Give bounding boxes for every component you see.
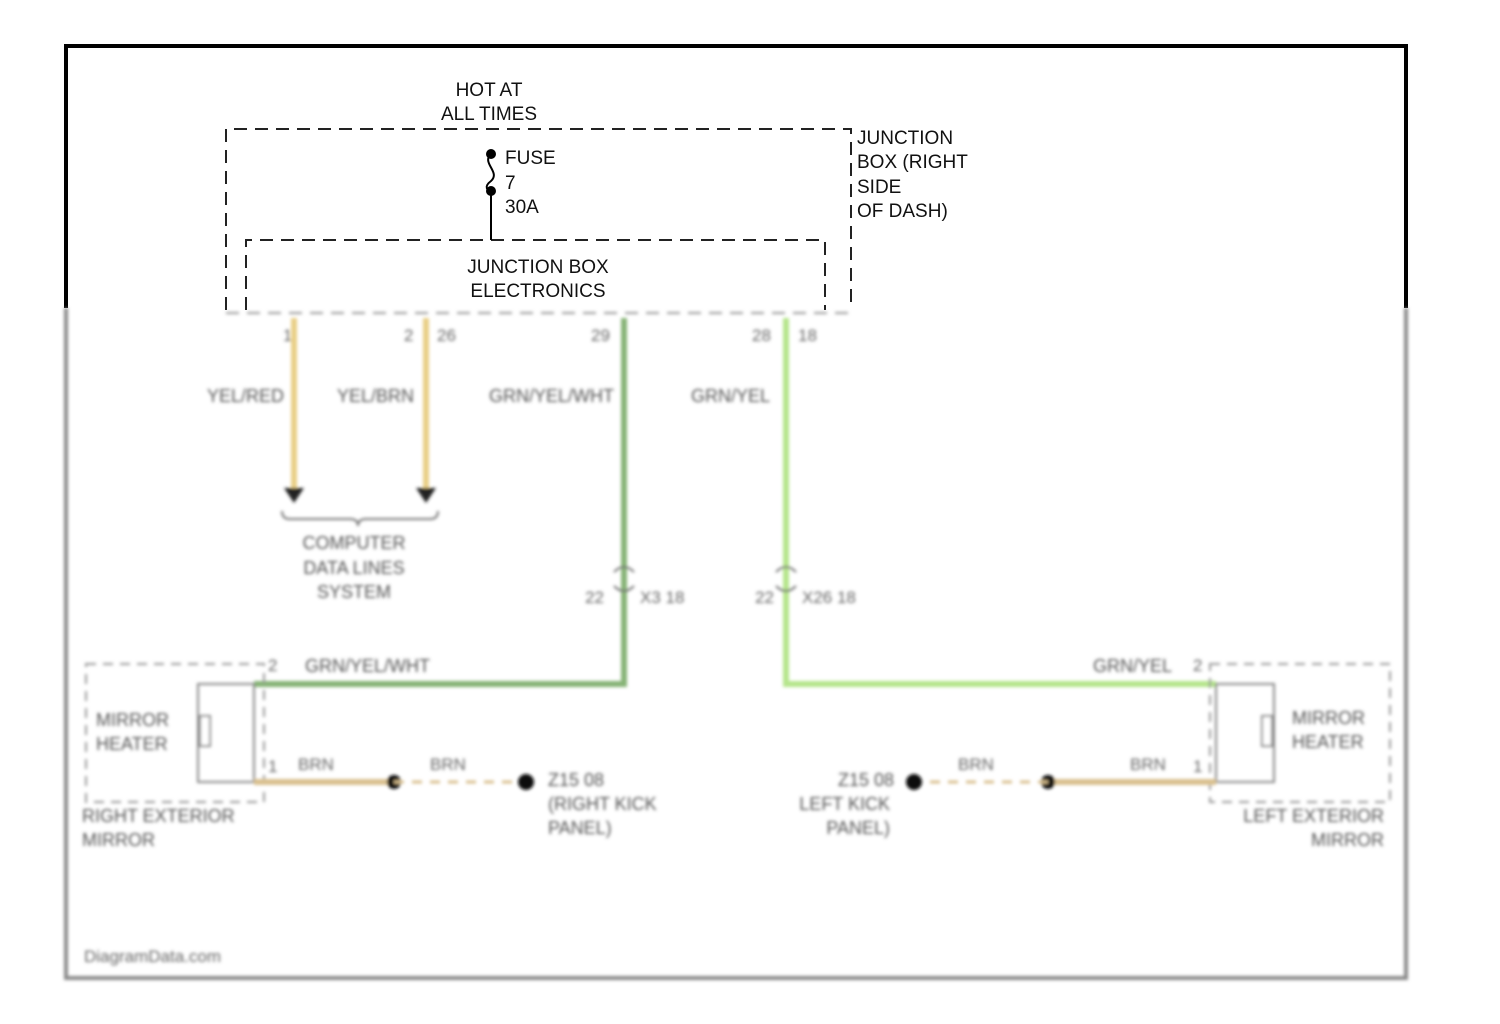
junction-box-right-line3: SIDE xyxy=(857,177,901,198)
lower-region: 1 2 26 29 28 18 YEL/RED YEL/BRN COMPUTER… xyxy=(66,308,1406,978)
left-mirror-pin-top: 2 xyxy=(1193,656,1202,675)
ground-right-line2: (RIGHT KICK xyxy=(548,794,657,814)
pin-28-gauge: 18 xyxy=(798,326,817,345)
right-mirror-part-line2: MIRROR xyxy=(82,830,155,850)
pin-2: 2 xyxy=(404,326,413,345)
junction-box-right-line1: JUNCTION xyxy=(857,128,953,149)
fuse-number: 7 xyxy=(505,173,516,194)
computer-data-bracket xyxy=(282,511,438,526)
connector-x3-id: X3 18 xyxy=(640,588,684,607)
junction-box-right-line2: BOX (RIGHT xyxy=(857,152,968,173)
jb-electronics-line1: JUNCTION BOX xyxy=(467,257,609,278)
right-mirror-heater-line2: HEATER xyxy=(96,734,168,754)
right-mirror-heater-line1: MIRROR xyxy=(96,710,169,730)
hot-at-label: HOT AT xyxy=(456,80,523,101)
wire-label-brn-4: BRN xyxy=(1130,755,1166,774)
right-mirror-pin-bottom: 1 xyxy=(268,757,277,776)
fuse-label: FUSE xyxy=(505,148,556,169)
ground-right-line3: PANEL) xyxy=(548,818,612,838)
fuse-symbol xyxy=(486,149,496,240)
left-mirror-heater-line1: MIRROR xyxy=(1292,708,1365,728)
wire-label-grn-yel: GRN/YEL xyxy=(691,386,770,406)
arrow-yel-brn xyxy=(416,488,436,503)
computer-data-line3: SYSTEM xyxy=(317,582,391,602)
wire-label-grn-yel-wht: GRN/YEL/WHT xyxy=(489,386,614,406)
arrow-yel-red xyxy=(284,488,304,503)
junction-box-right-line4: OF DASH) xyxy=(857,201,948,222)
wire-grn-yel xyxy=(786,318,1216,684)
ground-left-line2: LEFT KICK xyxy=(799,794,890,814)
pin-29: 29 xyxy=(591,326,610,345)
wire-label-yel-brn: YEL/BRN xyxy=(337,386,414,406)
computer-data-line2: DATA LINES xyxy=(303,558,404,578)
pin-2-gauge: 26 xyxy=(437,326,456,345)
wire-label-grn-yel-lower: GRN/YEL xyxy=(1093,656,1172,676)
left-mirror-heater-line2: HEATER xyxy=(1292,732,1364,752)
right-mirror-part-line1: RIGHT EXTERIOR xyxy=(82,806,235,826)
wire-label-brn-1: BRN xyxy=(298,755,334,774)
ground-left-line1: Z15 08 xyxy=(838,770,894,790)
connector-x26-id: X26 18 xyxy=(802,588,856,607)
ground-left xyxy=(906,774,922,790)
left-mirror-part-line2: MIRROR xyxy=(1311,830,1384,850)
computer-data-line1: COMPUTER xyxy=(303,533,406,553)
right-mirror-pin-top: 2 xyxy=(268,656,277,675)
outer-frame-bottom xyxy=(66,308,1406,978)
ground-left-line3: PANEL) xyxy=(826,818,890,838)
wire-label-yel-red: YEL/RED xyxy=(207,386,284,406)
right-mirror-heater-element xyxy=(200,716,210,746)
jb-electronics-line2: ELECTRONICS xyxy=(470,281,605,302)
wire-label-brn-2: BRN xyxy=(430,755,466,774)
ground-right xyxy=(518,774,534,790)
all-times-label: ALL TIMES xyxy=(441,104,537,125)
wire-grn-yel-wht xyxy=(254,318,624,684)
fuse-rating: 30A xyxy=(505,197,539,218)
wire-label-grn-yel-wht-lower: GRN/YEL/WHT xyxy=(305,656,430,676)
upper-region: HOT AT ALL TIMES FUSE 7 30A JUNCTION BOX… xyxy=(66,46,1406,310)
left-mirror-part-line1: LEFT EXTERIOR xyxy=(1243,806,1384,826)
outer-frame-top xyxy=(66,46,1406,308)
ground-right-line1: Z15 08 xyxy=(548,770,604,790)
left-mirror-pin-bottom: 1 xyxy=(1193,757,1202,776)
watermark: DiagramData.com xyxy=(84,947,221,966)
wire-label-brn-3: BRN xyxy=(958,755,994,774)
pin-28: 28 xyxy=(752,326,771,345)
connector-x3-pin: 22 xyxy=(585,588,604,607)
left-mirror-heater-element xyxy=(1262,716,1272,746)
connector-x26-pin: 22 xyxy=(755,588,774,607)
